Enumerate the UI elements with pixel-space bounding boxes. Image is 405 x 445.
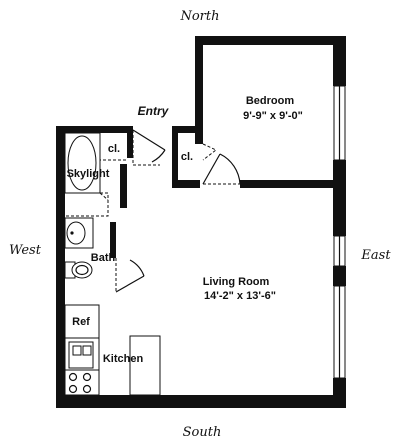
skylight-outline	[65, 192, 109, 217]
bedroom-east-wall-upper	[333, 36, 346, 86]
compass-north-label: North	[179, 9, 219, 24]
compass-west-label: West	[9, 243, 42, 258]
kitchen-counter-island	[129, 335, 161, 396]
east-wall-mid-2	[333, 266, 346, 286]
south-wall	[56, 395, 346, 408]
bath-east-wall	[120, 164, 127, 208]
bath-north-wall	[56, 126, 133, 133]
compass-east-label: East	[360, 248, 391, 263]
west-wall	[56, 126, 65, 408]
skylight-label: Skylight	[67, 168, 110, 180]
closet-right-top-wall	[172, 126, 203, 133]
living-room-size: 14'-2" x 13'-6"	[204, 290, 276, 302]
toilet	[64, 261, 93, 279]
windows	[333, 85, 346, 379]
east-wall-mid-1	[333, 160, 346, 236]
bedroom-west-wall	[195, 36, 203, 144]
doors	[99, 129, 241, 293]
kitchen-fixtures	[64, 304, 161, 396]
bedroom-north-wall	[195, 36, 346, 45]
bath-door	[115, 258, 145, 293]
bath-label: Bath	[91, 252, 116, 264]
closet-left-east-wall	[127, 126, 133, 158]
bedroom-south-wall	[240, 180, 346, 188]
window-east-upper	[333, 85, 346, 161]
bath-fixtures	[64, 132, 109, 279]
sink	[64, 217, 94, 249]
kitchen-label: Kitchen	[103, 353, 144, 365]
entry-door	[132, 129, 166, 166]
closet-right-west-wall	[172, 126, 178, 188]
bedroom-size: 9'-9" x 9'-0"	[243, 110, 303, 122]
window-east-lower	[333, 285, 346, 379]
compass-south-label: South	[183, 425, 222, 440]
closet-left-label: cl.	[108, 143, 120, 155]
window-east-mid	[333, 235, 346, 267]
walls	[56, 36, 346, 408]
bedroom-door	[202, 153, 241, 185]
living-room-name: Living Room	[203, 276, 270, 288]
ref-label: Ref	[72, 316, 90, 328]
bath-east-wall-lower	[110, 222, 116, 258]
stove	[64, 369, 100, 396]
refrigerator	[64, 304, 100, 339]
closet-right-label: cl.	[181, 151, 193, 163]
closet-right-door	[202, 143, 217, 161]
bathtub	[64, 132, 101, 194]
entry-label: Entry	[138, 104, 170, 118]
closet-right-bottom-wall	[172, 180, 200, 188]
bedroom-name: Bedroom	[246, 95, 295, 107]
